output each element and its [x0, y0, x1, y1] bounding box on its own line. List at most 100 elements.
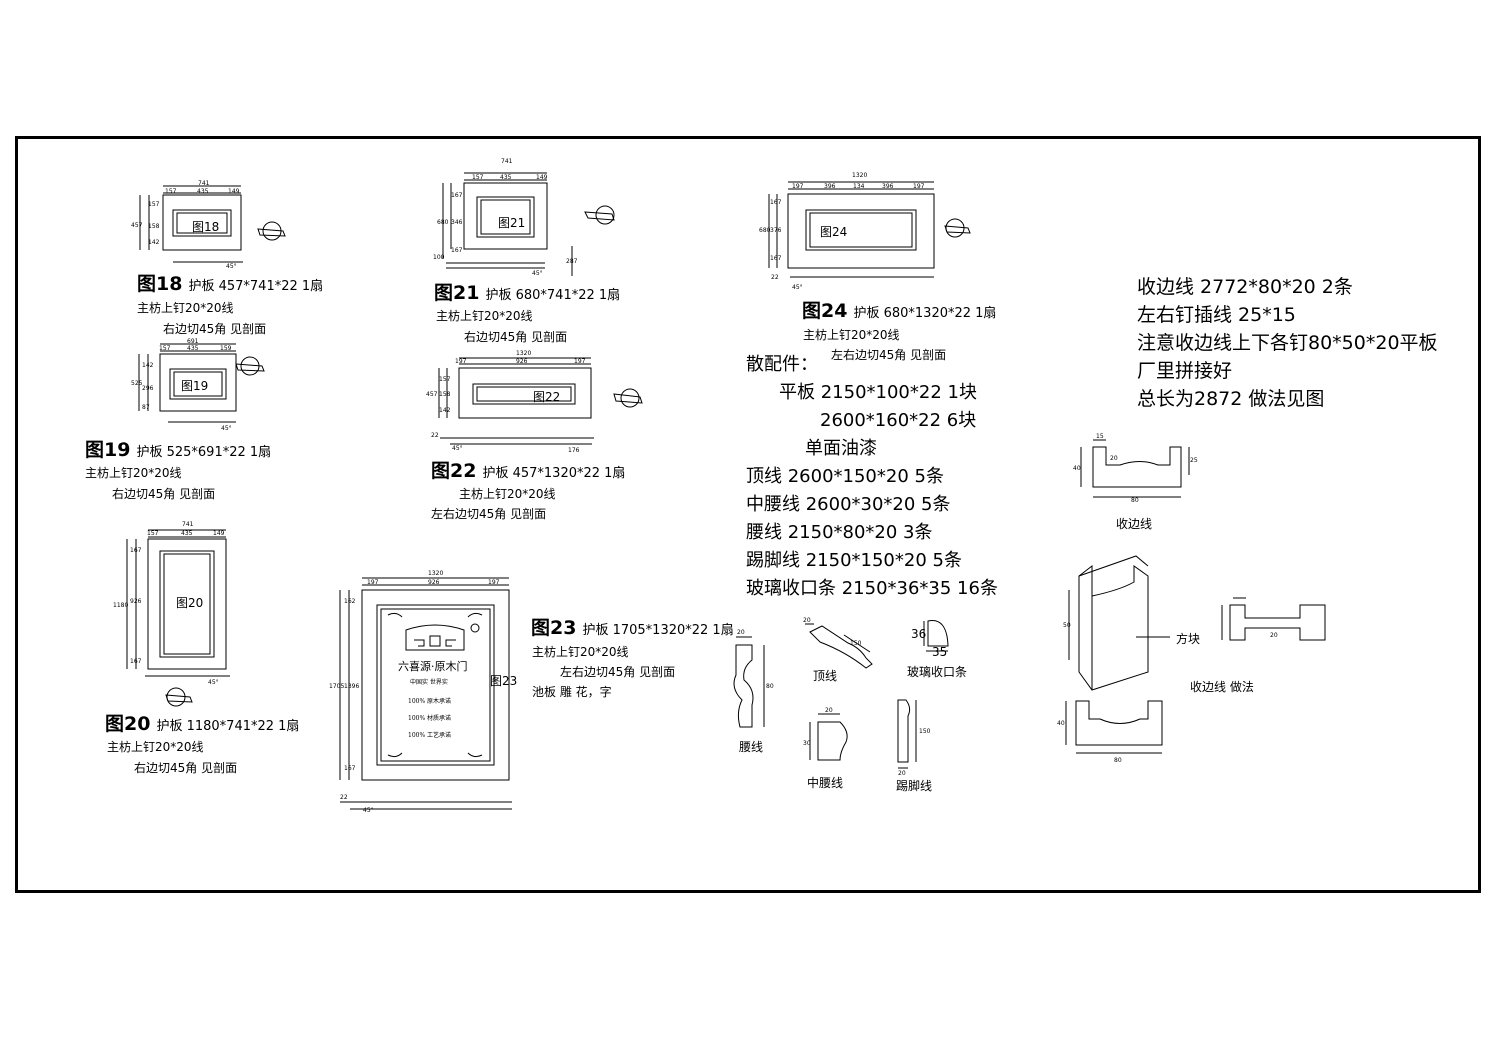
mid-dim: 30	[803, 740, 811, 747]
p20-angle: 45°	[208, 679, 219, 686]
p23-row-dim: 1396	[344, 683, 359, 690]
p18-row-dim: 142	[148, 239, 160, 246]
edge-dim: 20	[1110, 455, 1118, 462]
p21-part-dim: 149	[536, 174, 548, 181]
p20-row-dim: 167	[130, 658, 142, 665]
p21-row-dim: 167	[451, 247, 463, 254]
p21-extra-dim: 287	[566, 258, 578, 265]
p23-row-dim: 167	[344, 765, 356, 772]
plaque-line: 100% 工艺承诺	[408, 731, 451, 739]
p19-part-dim: 157	[159, 345, 171, 352]
edge-dim: 50	[1063, 622, 1071, 629]
edge-dim: 80	[1114, 757, 1122, 764]
panel-22-drawing	[438, 357, 643, 445]
p21-inner-label: 图21	[498, 216, 525, 230]
skirt-dim: 150	[919, 728, 931, 735]
p23-part-dim: 197	[488, 579, 500, 586]
p19-width-dim: 691	[187, 338, 199, 345]
p23-part-dim: 926	[428, 579, 440, 586]
skirt-dim: 20	[898, 770, 906, 777]
parts-list-item: 踢脚线 2150*150*20 5条	[746, 550, 962, 571]
p19-height-dim: 525	[131, 380, 143, 387]
p22-part-dim: 197	[455, 358, 467, 365]
p19-note: 右边切45角 见剖面	[112, 487, 216, 501]
p24-part-dim: 396	[882, 183, 894, 190]
p21-note: 右边切45角 见剖面	[464, 330, 568, 344]
panel-19-drawing	[138, 343, 265, 423]
p18-row-dim: 158	[148, 223, 160, 230]
p23-row-dim: 162	[344, 598, 356, 605]
p19-row-dim: 87	[142, 404, 150, 411]
plaque-line: 100% 原木承诺	[408, 697, 451, 705]
p24-base-dim: 22	[771, 274, 779, 281]
drawing-frame	[15, 136, 1481, 893]
p23-note: 主枋上钉20*20线	[532, 645, 629, 659]
p24-row-dim: 167	[770, 255, 782, 262]
p24-part-dim: 134	[853, 183, 865, 190]
p24-part-dim: 197	[792, 183, 804, 190]
p21-part-dim: 157	[472, 174, 484, 181]
parts-list-item: 玻璃收口条 2150*36*35 16条	[746, 578, 998, 599]
p24-part-dim: 396	[824, 183, 836, 190]
top-molding-drawing	[805, 623, 873, 669]
parts-list-item: 2600*160*22 6块	[820, 410, 977, 431]
p20-width-dim: 741	[182, 521, 194, 528]
right-note: 左右钉插线 25*15	[1137, 304, 1296, 326]
waist-dim: 20	[737, 629, 745, 636]
parts-list-item: 顶线 2600*150*20 5条	[746, 466, 944, 487]
p22-width-dim: 1320	[516, 350, 531, 357]
p24-inner-label: 图24	[820, 225, 847, 239]
right-note: 注意收边线上下各钉80*50*20平板	[1137, 332, 1438, 354]
right-note: 收边线 2772*80*20 2条	[1137, 276, 1353, 298]
glass-dim: 36	[911, 627, 926, 641]
p20-part-dim: 157	[147, 530, 159, 537]
p19-part-dim: 159	[220, 345, 232, 352]
p18-height-dim: 457	[131, 222, 143, 229]
glass-label: 玻璃收口条	[907, 665, 968, 679]
p24-row-dim: 376	[770, 227, 782, 234]
p20-note: 主枋上钉20*20线	[107, 740, 204, 754]
edge-dim: 15	[1096, 433, 1104, 440]
p18-part-dim: 149	[228, 188, 240, 195]
edge-trim-isometric	[1068, 555, 1170, 691]
p22-part-dim: 926	[516, 358, 528, 365]
parts-list-item: 单面油漆	[805, 438, 877, 459]
p22-row-dim: 157	[439, 376, 451, 383]
p19-part-dim: 435	[187, 345, 199, 352]
parts-list-item: 平板 2150*100*22 1块	[779, 382, 977, 403]
p22-note: 左右边切45角 见剖面	[431, 507, 547, 521]
p24-height-dim: 680	[759, 227, 771, 234]
p21-base-dim: 100	[433, 254, 445, 261]
mid-dim: 20	[825, 707, 833, 714]
p18-part-dim: 157	[165, 188, 177, 195]
p21-height-dim: 680	[437, 219, 449, 226]
p22-note: 主枋上钉20*20线	[459, 487, 556, 501]
p18-part-dim: 435	[197, 188, 209, 195]
p18-width-dim: 741	[198, 180, 210, 187]
edge-label: 收边线	[1116, 517, 1153, 531]
waist-dim: 80	[766, 683, 774, 690]
p21-row-dim: 346	[451, 219, 463, 226]
p24-row-dim: 167	[770, 199, 782, 206]
p19-note: 主枋上钉20*20线	[85, 466, 182, 480]
p23-note: 池板 雕 花，字	[532, 685, 612, 699]
top-dim: 150	[850, 640, 862, 647]
p24-width-dim: 1320	[852, 172, 867, 179]
p19-inner-label: 图19	[181, 379, 208, 393]
p24-note: 主枋上钉20*20线	[803, 328, 900, 342]
plaque-title: 六喜源·原木门	[398, 659, 468, 673]
p20-row-dim: 167	[130, 547, 142, 554]
right-note: 总长为2872 做法见图	[1137, 388, 1325, 410]
top-label: 顶线	[813, 669, 838, 683]
p23-height-dim: 1705	[329, 683, 344, 690]
p23-angle: 45°	[363, 807, 374, 814]
plaque-line: 100% 材质承诺	[408, 714, 451, 722]
block-label: 方块	[1176, 632, 1201, 646]
